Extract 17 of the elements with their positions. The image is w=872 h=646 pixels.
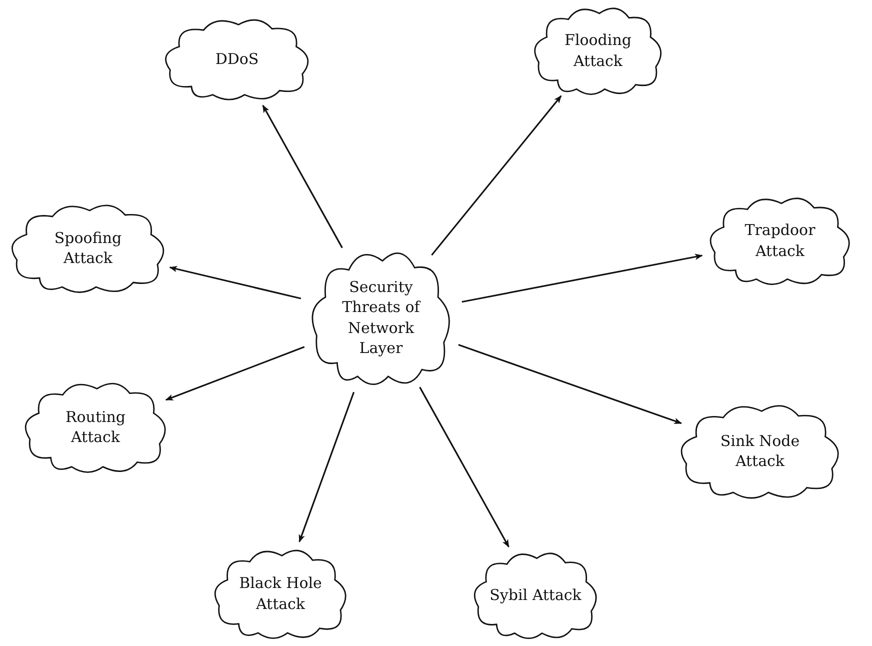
node-label: Security Threats of Network Layer	[341, 277, 422, 358]
arrow	[169, 266, 302, 300]
arrow	[462, 254, 703, 303]
node-label: Black Hole Attack	[238, 573, 323, 614]
node-label: DDoS	[215, 48, 259, 70]
arrow	[458, 344, 682, 424]
arrow	[262, 104, 343, 248]
node-label: Sybil Attack	[490, 584, 582, 606]
arrow	[298, 392, 355, 542]
arrow	[419, 386, 510, 548]
node-label: Sink Node Attack	[719, 430, 801, 472]
arrow	[165, 346, 305, 401]
node-label: Spoofing Attack	[53, 228, 123, 268]
arrow	[431, 95, 562, 256]
node-label: Trapdoor Attack	[744, 220, 816, 261]
node-label: Routing Attack	[64, 406, 127, 448]
node-label: Flooding Attack	[564, 30, 632, 71]
